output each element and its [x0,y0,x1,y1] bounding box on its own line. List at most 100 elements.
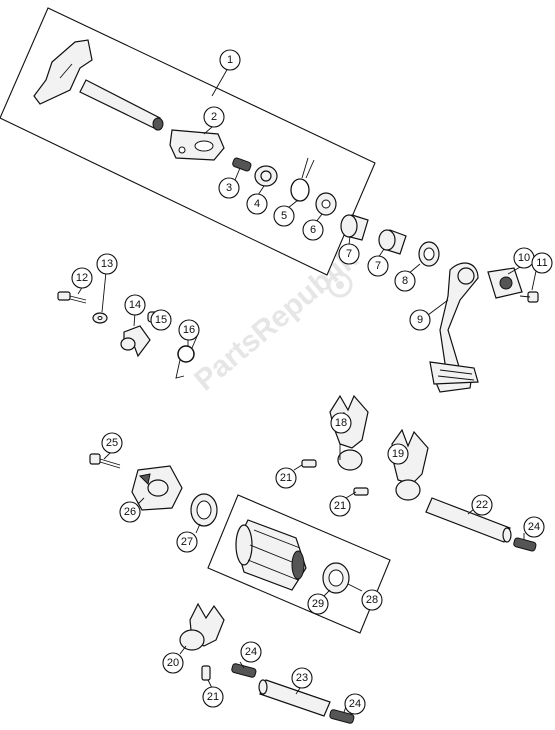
callout-24c: 24 [344,693,366,715]
shift-shaft-part [33,39,164,131]
bushing-part-a [340,214,369,241]
callout-22: 22 [471,494,493,516]
callout-24a: 24 [523,516,545,538]
callout-label: 18 [335,417,347,429]
shift-lever-part [429,262,479,393]
callout-4: 4 [246,193,268,215]
callout-label: 24 [528,521,540,533]
callout-label: 11 [536,257,547,269]
callout-15: 15 [150,309,172,331]
callout-label: 7 [375,260,381,272]
callout-27: 27 [176,531,198,553]
callout-5: 5 [273,205,295,227]
callout-19: 19 [387,443,409,465]
callout-label: 2 [211,111,217,123]
callout-label: 1 [227,54,233,66]
callout-20: 20 [162,652,184,674]
callout-label: 8 [402,275,408,287]
callout-label: 24 [245,646,257,658]
lever-bearing-part [487,267,523,299]
callout-label: 27 [181,536,193,548]
callout-label: 29 [312,598,324,610]
roller-part [254,165,278,187]
callout-label: 21 [280,472,292,484]
callout-14: 14 [124,294,146,316]
drum-end-bearing-part [322,562,350,594]
callout-10: 10 [513,247,535,269]
callout-label: 25 [106,437,118,449]
watermark: PartsRepublik [188,242,364,397]
shift-drum-locating-part [131,465,183,511]
shift-drum-part [235,519,307,591]
callout-label: 21 [207,691,219,703]
screw-part [57,291,87,304]
callout-label: 13 [101,258,113,270]
shift-rod-part-lower [258,679,331,717]
shift-fork-part-b [391,428,429,501]
callout-label: 6 [310,224,316,236]
callout-21c: 21 [202,686,224,708]
callout-8: 8 [394,270,416,292]
callout-label: 23 [296,672,308,684]
seal-ring-part [418,241,440,267]
shift-fork-part-a [329,394,369,471]
rod-spring-part-a [513,537,537,552]
rod-spring-part-b [231,663,257,678]
rod-spring-part-c [329,709,355,724]
callout-label: 3 [226,182,232,194]
callout-label: 20 [167,657,179,669]
callout-label: 16 [183,324,195,336]
callout-16: 16 [178,319,200,341]
shift-fork-part-c [179,602,225,651]
watermark-logo-icon [327,272,353,298]
callout-13: 13 [96,253,118,275]
callout-1: 1 [219,49,241,71]
callout-9: 9 [409,309,431,331]
drum-screw-part [89,453,121,469]
washer-part [315,192,337,216]
small-washer-part [92,312,108,324]
callout-label: 14 [129,299,141,311]
callout-18: 18 [330,412,352,434]
callout-label: 5 [281,210,287,222]
callout-6: 6 [302,219,324,241]
callout-label: 7 [346,248,352,260]
callout-label: 24 [349,698,361,710]
callout-29: 29 [307,593,329,615]
callout-label: 9 [417,314,423,326]
callout-21b: 21 [329,495,351,517]
callout-label: 21 [334,500,346,512]
callout-label: 10 [518,252,530,264]
callout-label: 15 [155,314,167,326]
callout-24b: 24 [240,641,262,663]
watermark-text: PartsRepublik [188,242,364,397]
callout-26: 26 [119,501,141,523]
callout-label: 4 [254,198,260,210]
drum-bearing-part [190,493,218,527]
pin-part-a [301,459,317,468]
pin-part-c [201,665,211,681]
callout-28: 28 [361,589,383,611]
callout-label: 12 [76,272,88,284]
callout-label: 22 [476,499,488,511]
pin-part-b [353,487,369,496]
torsion-spring-part [175,333,199,379]
callout-12: 12 [71,267,93,289]
locking-lever-part [120,325,151,358]
callout-3: 3 [218,177,240,199]
spring-part [232,157,252,172]
shift-plate-part [169,129,225,161]
shift-rod-part [425,497,512,543]
callout-25: 25 [101,432,123,454]
callout-label: 28 [366,594,378,606]
callout-7b: 7 [367,255,389,277]
callout-23: 23 [291,667,313,689]
bushing-part-b [378,229,407,255]
callout-21a: 21 [275,467,297,489]
callout-11: 11 [531,252,553,274]
callout-label: 19 [392,448,404,460]
lever-bolt-part [519,291,539,303]
callout-2: 2 [203,106,225,128]
